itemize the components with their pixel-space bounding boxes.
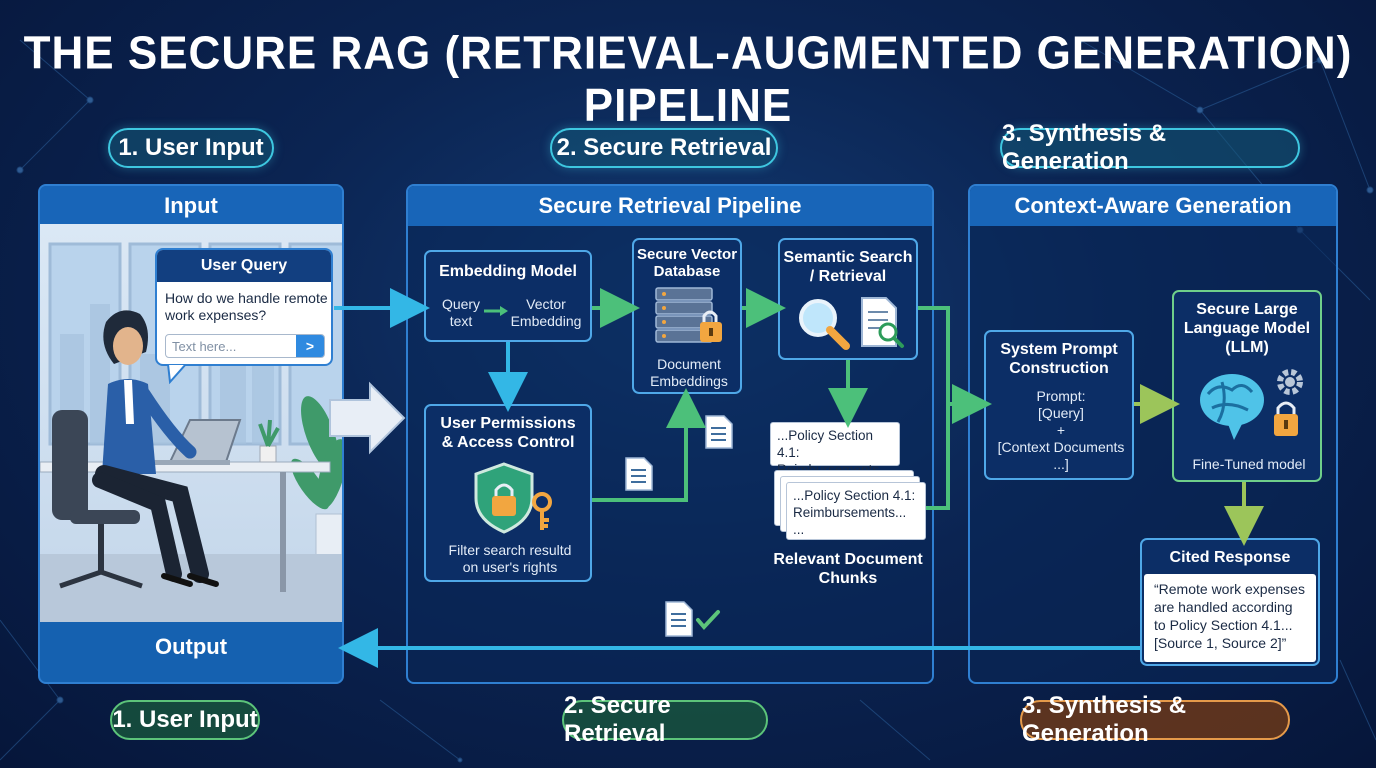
embedding-arrow-icon — [484, 306, 508, 316]
permissions-title: User Permissions & Access Control — [440, 415, 576, 451]
user-query-bubble: User Query How do we handle remote work … — [155, 248, 333, 366]
vector-database-box: Secure Vector Database Document Embeddin… — [632, 238, 742, 394]
retrieval-panel-header: Secure Retrieval Pipeline — [408, 186, 932, 226]
search-document-icon — [861, 297, 904, 348]
cited-response-body: “Remote work expenses are handled accord… — [1144, 574, 1316, 662]
query-input-placeholder: Text here... — [172, 339, 237, 354]
document-icon — [705, 415, 733, 449]
llm-box: Secure Large Language Model (LLM) Fine-T… — [1172, 290, 1322, 482]
embedding-model-box: Embedding Model Query text Vector Embedd… — [424, 250, 592, 342]
stage-pill-user-input-top: 1. User Input — [108, 128, 274, 168]
magnifier-icon — [799, 299, 850, 350]
gear-icon — [1277, 369, 1303, 395]
arrow-search-to-prompt — [918, 306, 992, 424]
semantic-search-title: Semantic Search / Retrieval — [783, 249, 913, 285]
arrow-permissions-to-database — [592, 388, 706, 502]
llm-title: Secure Large Language Model (LLM) — [1183, 301, 1311, 356]
padlock-icon — [1274, 401, 1298, 436]
database-lock-icon — [655, 287, 722, 343]
output-label: Output — [154, 634, 228, 659]
user-query-title: User Query — [157, 250, 331, 282]
generation-panel-header: Context-Aware Generation — [970, 186, 1336, 226]
document-check-icon — [665, 601, 720, 637]
send-arrow-icon: > — [305, 337, 315, 354]
system-prompt-body: Prompt: [Query] + [Context Documents ...… — [997, 388, 1125, 472]
shield-lock-icon — [474, 462, 552, 534]
embedding-output-label: Vector Embedding — [510, 296, 582, 329]
document-icon — [625, 457, 653, 491]
send-button[interactable]: > — [296, 335, 324, 357]
stage-pill-secure-retrieval-top: 2. Secure Retrieval — [550, 128, 778, 168]
stage-pill-user-input-bottom: 1. User Input — [110, 700, 260, 740]
permissions-caption: Filter search resultd on user's rights — [448, 542, 572, 575]
vector-database-title: Secure Vector Database — [636, 246, 738, 280]
arrow-chunks-to-prompt — [926, 404, 950, 510]
cited-response-title: Cited Response — [1169, 549, 1291, 566]
user-query-text: How do we handle remote work expenses? — [165, 290, 328, 323]
llm-caption: Fine-Tuned model — [1192, 456, 1306, 472]
embedding-model-title: Embedding Model — [439, 263, 577, 280]
arrow-input-to-pipeline — [329, 381, 406, 455]
brain-icon — [1200, 369, 1303, 440]
input-panel-header: Input — [40, 186, 342, 226]
query-input[interactable]: Text here... > — [165, 334, 325, 358]
semantic-search-box: Semantic Search / Retrieval — [778, 238, 918, 360]
embedding-input-label: Query text — [441, 296, 481, 329]
vector-database-caption: Document Embeddings — [650, 356, 728, 389]
chunks-label: Relevant Document Chunks — [773, 551, 923, 587]
permissions-box: User Permissions & Access Control Filter… — [424, 404, 592, 582]
system-prompt-title: System Prompt Construction — [1000, 341, 1118, 377]
page-title: THE SECURE RAG (RETRIEVAL-AUGMENTED GENE… — [23, 27, 1353, 132]
document-chunk-b: ...Policy Section 4.1: Reimbursements...… — [786, 482, 926, 540]
bubble-tail — [166, 364, 188, 384]
